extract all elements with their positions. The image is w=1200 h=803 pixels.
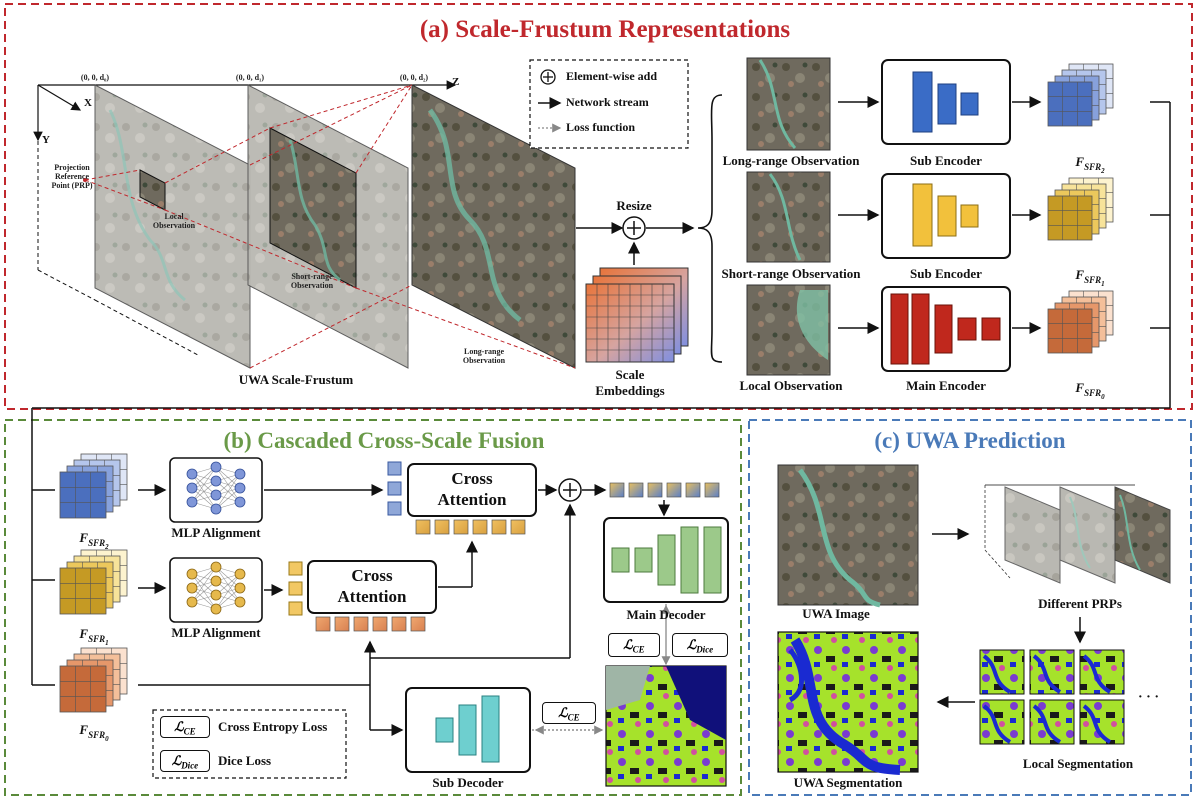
legend-stream: Network stream (566, 95, 649, 109)
scale-embeddings-label: Scale Embeddings (595, 367, 665, 398)
uwa-image-label: UWA Image (802, 606, 870, 621)
legend-ce-text: Cross Entropy Loss (218, 719, 328, 734)
f-sfr2-b-label: FSFR2 (79, 530, 109, 551)
local-segmentation-grid (979, 649, 1125, 745)
key-tokens-1 (415, 519, 526, 535)
panel-a-title: (a) Scale-Frustum Representations (419, 16, 791, 43)
f-sfr0-a-label: FSFR0 (1075, 380, 1105, 401)
mlp-alignment-1-label: MLP Alignment (171, 525, 261, 540)
loss-ce-main: ℒCE (608, 633, 660, 657)
axis-x: X (84, 97, 92, 109)
f-sfr1-a-label: FSFR1 (1075, 267, 1105, 288)
sub-encoder-2-label: Sub Encoder (910, 266, 982, 281)
loss-ce-sub: ℒCE (542, 702, 596, 724)
sub-encoder-1-label: Sub Encoder (910, 153, 982, 168)
obs-long-label: Long-range Observation (722, 153, 860, 168)
main-decoder-label: Main Decoder (626, 607, 706, 622)
coord-d1: (0, 0, d₁) (235, 73, 265, 82)
obs-short-label: Short-range Observation (721, 266, 861, 281)
axis-z: Z (452, 76, 460, 88)
mlp-network-icon (186, 461, 246, 515)
coord-d2: (0, 0, d₂) (399, 73, 429, 82)
axis-y: Y (42, 134, 50, 146)
local-segmentation-label: Local Segmentation (1022, 756, 1134, 771)
legend-ce-symbol: ℒCE (160, 716, 210, 738)
cross-attention-2: Cross Attention (337, 566, 407, 606)
fused-tokens (609, 482, 720, 498)
ellipsis: · · · (1138, 690, 1160, 705)
loss-dice-main: ℒDice (672, 633, 728, 657)
legend-loss: Loss function (566, 120, 636, 134)
panel-c-title: (c) UWA Prediction (874, 428, 1066, 453)
f-sfr1-b-label: FSFR1 (79, 626, 109, 647)
scale-embeddings-stack (585, 267, 689, 363)
uwa-segmentation-label: UWA Segmentation (793, 775, 903, 790)
f-sfr0-b-label: FSFR0 (79, 722, 109, 743)
sub-decoder-label: Sub Decoder (432, 775, 504, 790)
panel-b-title: (b) Cascaded Cross-Scale Fusion (223, 428, 545, 453)
feature-stack-sfr1-fusion (59, 549, 128, 615)
feature-stack-sfr2 (1047, 63, 1114, 127)
mlp-alignment-2-label: MLP Alignment (171, 625, 261, 640)
legend-add: Element-wise add (566, 69, 657, 83)
coord-d0: (0, 0, d₀) (80, 73, 110, 82)
feature-stack-sfr1 (1047, 177, 1114, 241)
prp-label: Projection Reference Point (PRP) (51, 163, 93, 190)
main-encoder-label: Main Encoder (906, 378, 986, 393)
cross-attention-1: Cross Attention (437, 469, 507, 509)
different-prps-label: Different PRPs (1038, 596, 1122, 611)
legend-dice-text: Dice Loss (218, 753, 272, 768)
mlp-network-icon (186, 561, 246, 615)
long-obs-label: Long-range Observation (462, 347, 506, 365)
legend-dice-symbol: ℒDice (160, 750, 210, 772)
obs-local-label: Local Observation (739, 378, 843, 393)
feature-stack-sfr2-fusion (59, 453, 128, 519)
feature-stack-sfr0 (1047, 290, 1114, 354)
resize-label: Resize (616, 198, 652, 213)
short-obs-label: Short-range Observation (290, 272, 334, 290)
f-sfr2-a-label: FSFR2 (1075, 154, 1105, 175)
frustum-caption: UWA Scale-Frustum (238, 372, 354, 387)
feature-stack-sfr0-fusion (59, 647, 128, 713)
local-obs-label: Local Observation (152, 212, 196, 230)
key-tokens-2 (315, 616, 426, 632)
